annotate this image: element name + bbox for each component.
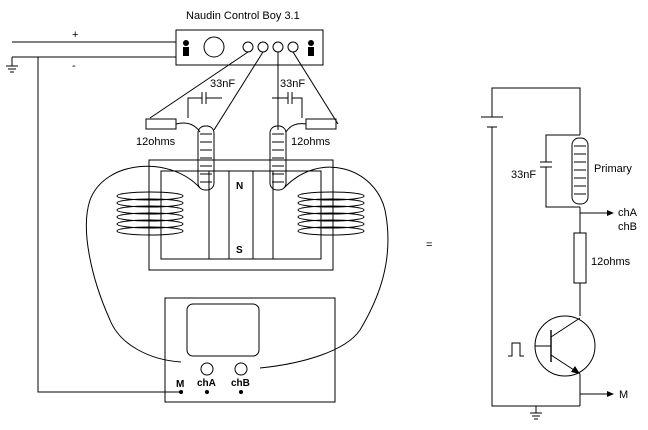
wire-left-to-scope [85,165,201,363]
schematic-chb-label: chB [618,221,637,233]
resistor-icon-left [145,118,177,130]
wire-left-resistor [149,51,249,119]
res-right-label: 12ohms [291,136,331,148]
ground-icon-left [6,57,18,73]
capacitor-icon-left [187,92,222,118]
chb-probe-icon [234,362,248,376]
wire-right-resistor [292,51,339,125]
battery-icon [481,116,503,128]
equals-sign: = [426,239,432,251]
cha-terminal-dot [205,390,209,394]
terminal-icon-1 [242,41,254,53]
res-left-label: 12ohms [136,136,176,148]
core-outer [148,159,334,271]
top-wire [491,87,581,135]
capacitor-icon-right [272,92,303,118]
knob-icon [203,36,225,58]
coil-icon-right [269,125,287,191]
cap-bottom-wire [545,167,580,208]
chb-terminal-dot [239,390,243,394]
magnet-s-label: S [236,245,243,256]
capacitor-icon-schematic [540,161,552,168]
scope-screen [186,303,260,357]
scope-chb-label: chB [231,378,250,389]
pulse-icon [508,342,524,357]
primary-label: Primary [594,163,632,175]
diagram-title: Naudin Control Boy 3.1 [186,10,300,22]
scope-m-label: M [176,379,184,390]
magnet-n-label: N [236,181,243,192]
m-terminal-dot [179,390,183,394]
scope-cha-label: chA [197,378,216,389]
wire-res-to-coil-left [175,122,201,133]
magnet [228,170,254,260]
terminal-icon-3 [272,41,284,53]
connector-icon-left [183,40,189,56]
cap-left-label: 33nF [210,78,235,90]
cap-top-wire [545,134,580,162]
schematic-cap-label: 33nF [511,169,536,181]
bottom-wire [491,127,580,407]
primary-coil-icon [571,137,589,205]
plus-label: + [72,29,78,41]
terminal-icon-4 [287,41,299,53]
probe-arrow-icon [607,210,614,216]
control-box [175,29,324,66]
ground-icon-schematic [530,406,542,420]
coil-icon-large-right [297,191,365,236]
connector-icon-right [308,40,314,56]
schematic-m-label: M [619,389,628,401]
wire-right-to-scope [259,166,389,369]
oscilloscope [164,297,336,403]
resistor-icon-right [305,118,337,130]
schematic-res-label: 12ohms [591,256,631,268]
schematic-cha-label: chA [618,207,638,219]
cap-right-label: 33nF [280,78,305,90]
terminal-icon-2 [257,41,269,53]
ground-return-wire [37,57,181,393]
m-arrow-icon [607,391,614,397]
transistor-icon [534,315,596,377]
coil-icon-left [197,125,215,191]
minus-label: - [72,60,76,72]
coil-icon-large-left [116,191,184,236]
cha-probe-icon [200,362,214,376]
resistor-icon-schematic [573,232,587,284]
wire-left-coil [213,51,264,131]
wire-res-to-coil-right [285,123,307,133]
